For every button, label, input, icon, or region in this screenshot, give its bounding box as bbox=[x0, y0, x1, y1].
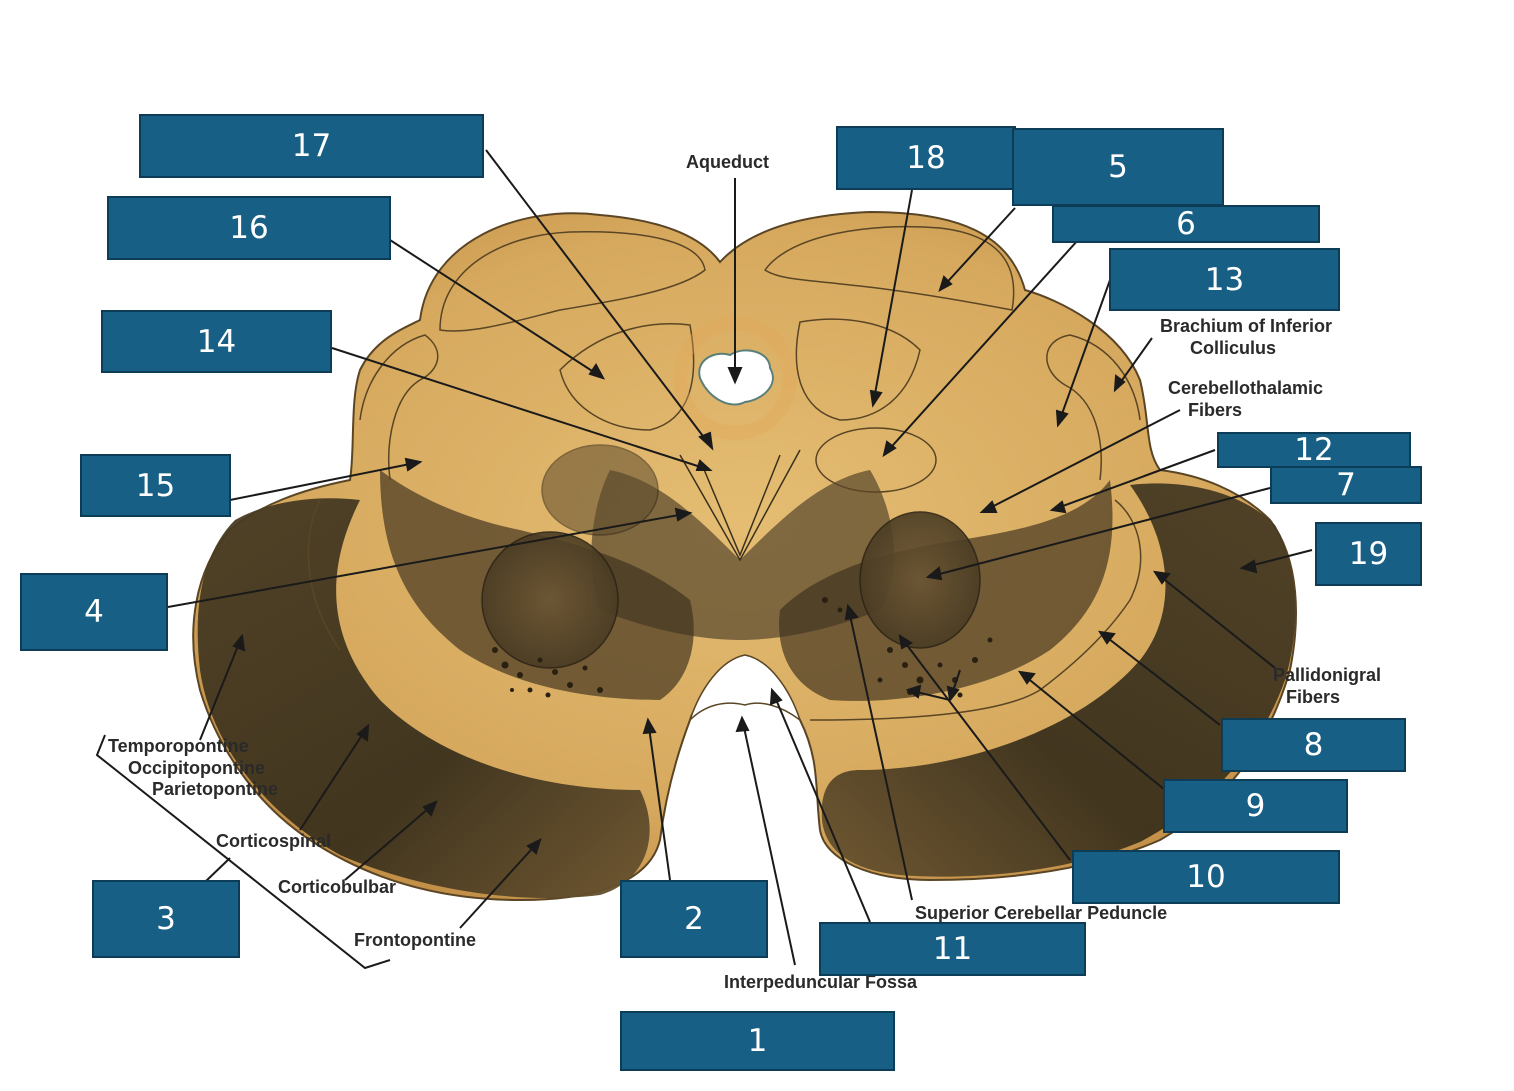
answer-box-6[interactable]: 6 bbox=[1052, 205, 1320, 243]
label-corticospinal: Corticospinal bbox=[216, 831, 331, 851]
answer-box-3[interactable]: 3 bbox=[92, 880, 240, 958]
label-superior-cerebellar-peduncle: Superior Cerebellar Peduncle bbox=[915, 903, 1167, 923]
label-occipitopontine: Occipitopontine bbox=[128, 758, 265, 778]
label-parietopontine: Parietopontine bbox=[152, 779, 278, 799]
answer-box-9[interactable]: 9 bbox=[1163, 779, 1348, 833]
answer-box-2[interactable]: 2 bbox=[620, 880, 768, 958]
pointer-lines bbox=[95, 149, 1313, 970]
red-nucleus-right bbox=[859, 511, 981, 649]
cerebral-peduncle-right bbox=[821, 483, 1296, 877]
pallidonigral-outline bbox=[809, 499, 1142, 721]
label-cerebellothalamic-line2: Fibers bbox=[1188, 400, 1242, 420]
midline-fibers bbox=[679, 449, 801, 562]
answer-box-16[interactable]: 16 bbox=[107, 196, 391, 260]
answer-box-1[interactable]: 1 bbox=[620, 1011, 895, 1071]
red-nucleus-left bbox=[481, 531, 619, 669]
answer-box-10[interactable]: 10 bbox=[1072, 850, 1340, 904]
answer-box-12[interactable]: 12 bbox=[1217, 432, 1411, 468]
label-corticobulbar: Corticobulbar bbox=[278, 877, 396, 897]
left-inner-outline bbox=[307, 499, 341, 651]
label-cerebellothalamic-line1: Cerebellothalamic bbox=[1168, 378, 1323, 398]
colliculus-right-outline bbox=[763, 225, 1015, 311]
periaqueductal-left bbox=[559, 323, 695, 431]
lateral-outline-left bbox=[359, 334, 439, 481]
answer-box-15[interactable]: 15 bbox=[80, 454, 231, 517]
label-brachium-line2: Colliculus bbox=[1190, 338, 1276, 358]
label-pallidonigral-line1: Pallidonigral bbox=[1273, 665, 1381, 685]
answer-box-5[interactable]: 5 bbox=[1012, 128, 1224, 206]
answer-box-4[interactable]: 4 bbox=[20, 573, 168, 651]
label-brachium-line1: Brachium of Inferior bbox=[1160, 316, 1332, 336]
label-temporopontine: Temporopontine bbox=[108, 736, 249, 756]
periaqueductal-right bbox=[795, 318, 921, 421]
answer-box-8[interactable]: 8 bbox=[1221, 718, 1406, 772]
lateral-outline-right bbox=[1046, 334, 1141, 481]
label-pallidonigral-line2: Fibers bbox=[1286, 687, 1340, 707]
answer-box-18[interactable]: 18 bbox=[836, 126, 1016, 190]
red-nucleus-upper-left bbox=[541, 444, 659, 536]
colliculus-left-outline bbox=[439, 231, 706, 332]
answer-box-14[interactable]: 14 bbox=[101, 310, 332, 373]
fiber-speckles-left bbox=[492, 647, 603, 698]
nucleus-right-outline bbox=[815, 427, 937, 493]
answer-box-13[interactable]: 13 bbox=[1109, 248, 1340, 311]
label-aqueduct: Aqueduct bbox=[686, 152, 769, 172]
answer-box-11[interactable]: 11 bbox=[819, 922, 1086, 976]
answer-box-19[interactable]: 19 bbox=[1315, 522, 1422, 586]
central-tegmentum bbox=[591, 470, 894, 640]
label-interpeduncular-fossa: Interpeduncular Fossa bbox=[724, 972, 918, 992]
answer-box-7[interactable]: 7 bbox=[1270, 466, 1422, 504]
answer-box-17[interactable]: 17 bbox=[139, 114, 484, 178]
cerebral-peduncle-left bbox=[197, 498, 650, 899]
label-frontopontine: Frontopontine bbox=[354, 930, 476, 950]
